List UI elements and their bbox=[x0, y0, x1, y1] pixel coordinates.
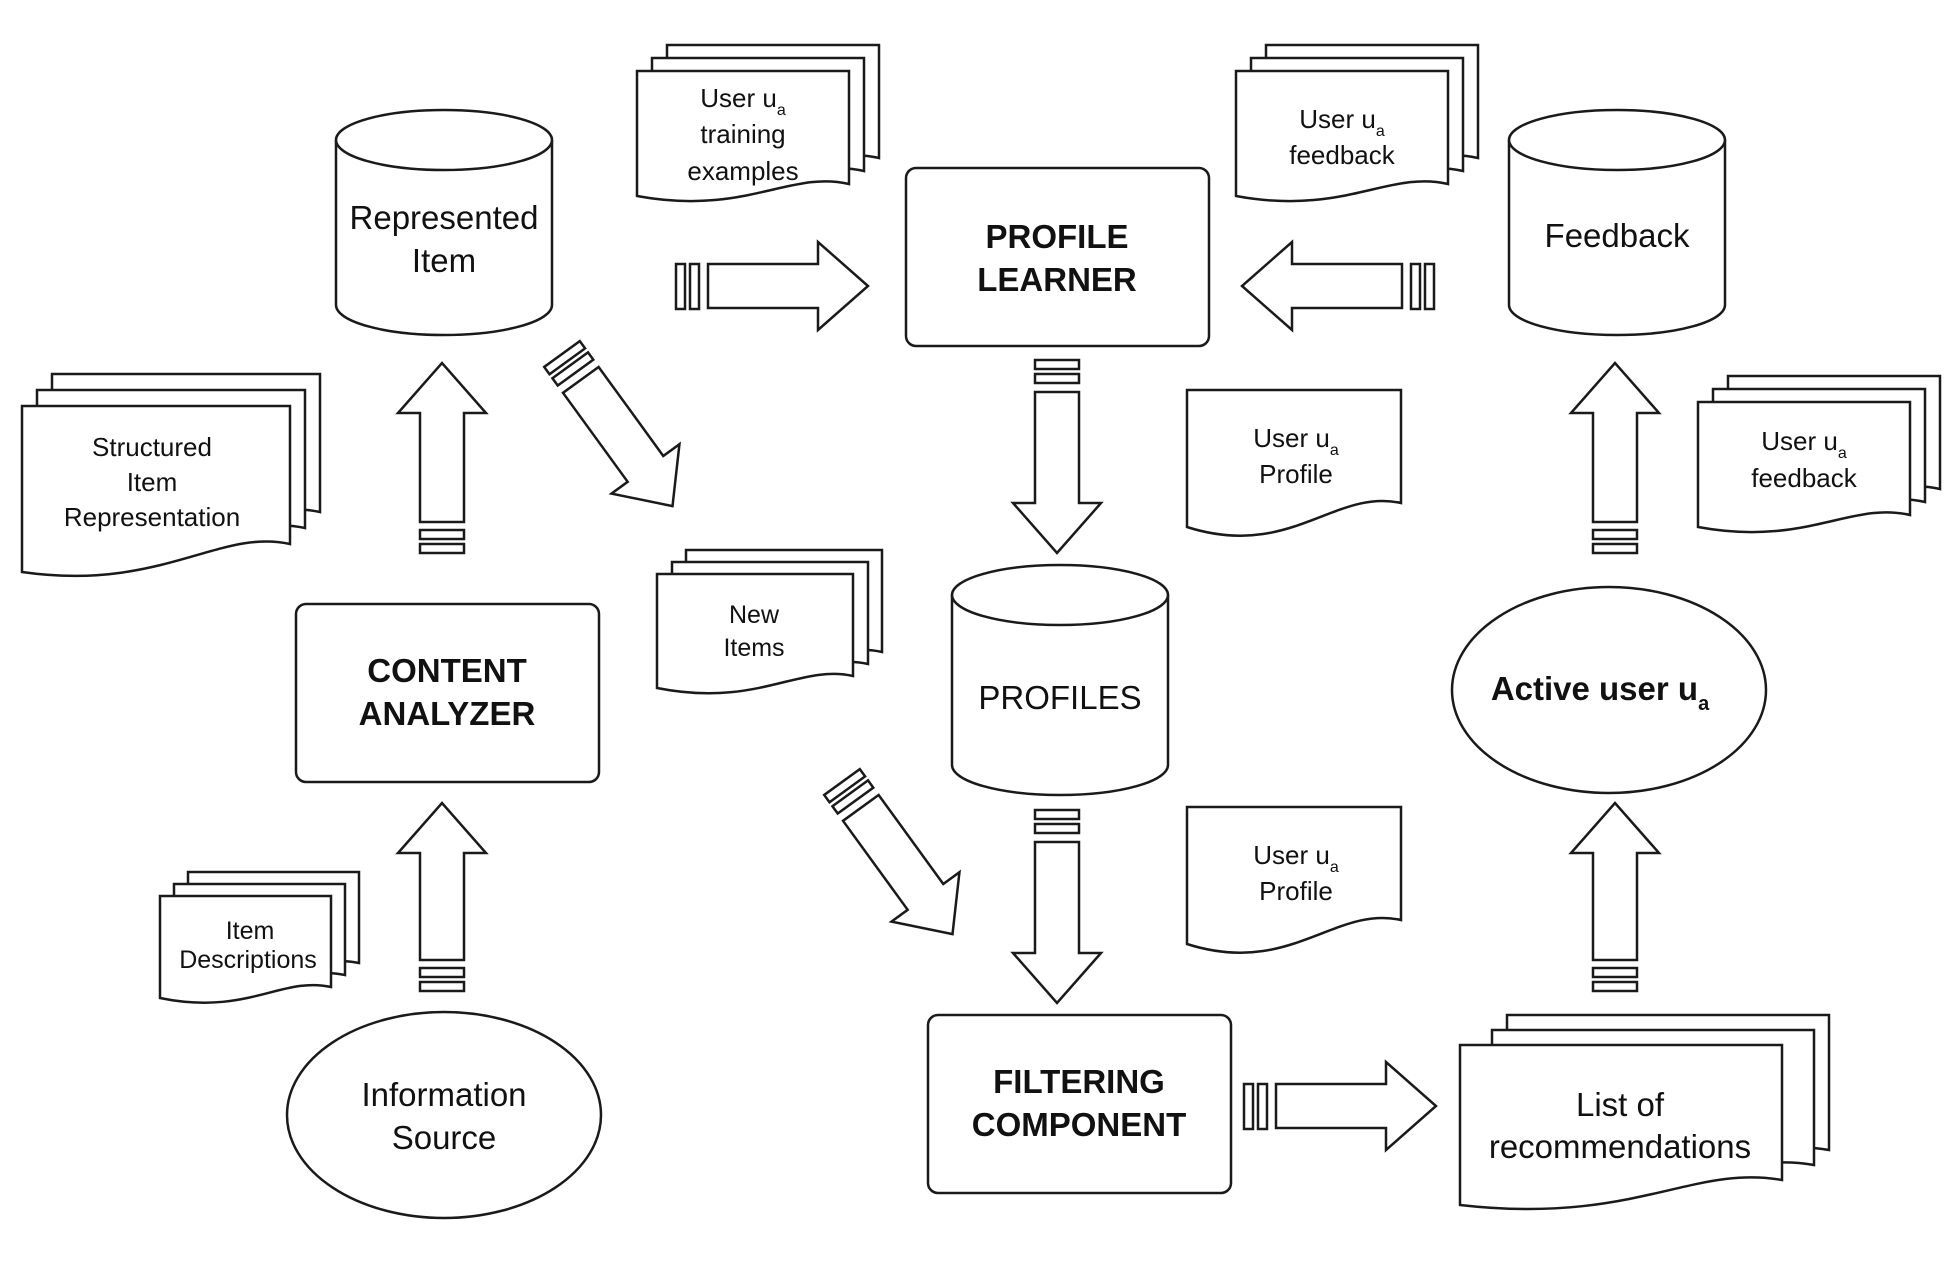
new-items-label-2: Items bbox=[723, 634, 784, 662]
information-source-ellipse: Information Source bbox=[285, 1010, 603, 1220]
recommendations-label-1: List of bbox=[1576, 1086, 1665, 1123]
profile-upper-document: User ua Profile bbox=[1185, 388, 1403, 537]
structured-item-document: Structured Item Representation bbox=[20, 372, 322, 578]
profile-upper-label-2: Profile bbox=[1259, 459, 1333, 489]
content-analyzer-label-2: ANALYZER bbox=[359, 695, 536, 732]
filtering-component-box: FILTERING COMPONENT bbox=[926, 1013, 1233, 1195]
information-source-label-1: Information bbox=[361, 1076, 526, 1113]
arrow-represented-item-to-new-items bbox=[542, 339, 682, 508]
item-descriptions-document: Item Descriptions bbox=[158, 870, 361, 1004]
information-source-label-2: Source bbox=[392, 1119, 497, 1156]
arrow-profiles-to-filtering bbox=[1010, 808, 1104, 1005]
new-items-document: New Items bbox=[655, 548, 884, 695]
training-examples-label-3: examples bbox=[687, 156, 798, 186]
profile-learner-label-1: PROFILE bbox=[985, 218, 1128, 255]
profile-lower-document: User ua Profile bbox=[1185, 805, 1403, 954]
arrow-active-user-to-feedback bbox=[1568, 361, 1662, 555]
training-examples-document: User ua training examples bbox=[635, 43, 881, 203]
profiles-database: PROFILES bbox=[950, 563, 1170, 797]
arrow-training-to-learner bbox=[674, 239, 870, 333]
feedback-right-label-1: User ua bbox=[1761, 426, 1847, 462]
item-descriptions-label-2: Descriptions bbox=[179, 946, 317, 974]
arrow-recommendations-to-active-user bbox=[1568, 801, 1662, 993]
filtering-component-label-2: COMPONENT bbox=[972, 1106, 1187, 1143]
item-descriptions-label-1: Item bbox=[226, 917, 275, 945]
feedback-database: Feedback bbox=[1507, 108, 1727, 337]
profile-lower-label-2: Profile bbox=[1259, 876, 1333, 906]
feedback-right-label-2: feedback bbox=[1751, 463, 1858, 493]
profile-learner-box: PROFILE LEARNER bbox=[904, 166, 1211, 348]
arrow-new-items-to-filtering bbox=[822, 767, 962, 936]
profiles-database-label: PROFILES bbox=[978, 679, 1141, 716]
new-items-label-1: New bbox=[729, 601, 780, 629]
structured-item-label-2: Item bbox=[127, 467, 178, 497]
feedback-right-document: User ua feedback bbox=[1696, 374, 1942, 534]
training-examples-label-2: training bbox=[700, 119, 785, 149]
arrow-source-to-analyzer bbox=[395, 801, 489, 993]
active-user-ellipse: Active user ua bbox=[1450, 585, 1768, 795]
arrow-filtering-to-recommendations bbox=[1242, 1059, 1438, 1153]
feedback-database-label: Feedback bbox=[1545, 217, 1690, 254]
arrow-analyzer-to-represented-item bbox=[395, 361, 489, 555]
content-analyzer-label-1: CONTENT bbox=[367, 652, 527, 689]
recommendations-document: List of recommendations bbox=[1458, 1013, 1831, 1211]
represented-item-database: Represented Item bbox=[334, 108, 554, 337]
represented-item-label-1: Represented bbox=[350, 199, 539, 236]
feedback-top-document: User ua feedback bbox=[1234, 43, 1480, 203]
filtering-component-label-1: FILTERING bbox=[993, 1063, 1165, 1100]
feedback-top-label-1: User ua bbox=[1299, 104, 1385, 140]
structured-item-label-1: Structured bbox=[92, 432, 212, 462]
recommendations-label-2: recommendations bbox=[1489, 1128, 1751, 1165]
represented-item-label-2: Item bbox=[412, 242, 476, 279]
profile-upper-label-1: User ua bbox=[1253, 423, 1339, 459]
arrow-feedback-to-learner bbox=[1240, 239, 1436, 333]
structured-item-label-3: Representation bbox=[64, 502, 240, 532]
content-analyzer-box: CONTENT ANALYZER bbox=[294, 602, 601, 784]
profile-learner-label-2: LEARNER bbox=[977, 261, 1137, 298]
training-examples-label-1: User ua bbox=[700, 83, 786, 119]
profile-lower-label-1: User ua bbox=[1253, 840, 1339, 876]
active-user-label: Active user ua bbox=[1491, 670, 1710, 715]
arrow-learner-to-profiles bbox=[1010, 358, 1104, 555]
feedback-top-label-2: feedback bbox=[1289, 140, 1396, 170]
